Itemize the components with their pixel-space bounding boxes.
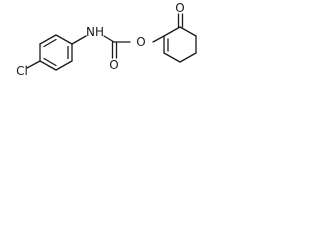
bond-cy-5	[163, 52, 181, 63]
atom-label-nh: NH	[86, 25, 104, 39]
bond-n-c	[103, 35, 115, 43]
bond-c-n	[71, 35, 87, 45]
bond-cl-c	[26, 60, 41, 69]
atom-label-o-ester: O	[136, 35, 145, 49]
chemical-structure-diagram: Cl NH O O O	[16, 1, 197, 78]
bond-ring-6	[39, 60, 57, 71]
atom-label-o-carbonyl: O	[109, 58, 118, 72]
bond-ring-3	[55, 34, 73, 45]
bond-cy-2	[179, 26, 197, 37]
bond-ring-inner-1	[43, 38, 57, 48]
atom-label-o-ketone: O	[175, 1, 184, 15]
bond-lines	[26, 13, 197, 71]
atom-labels: Cl NH O O O	[16, 1, 185, 78]
bond-ring-5	[55, 60, 73, 71]
bond-ring-inner-3	[43, 57, 57, 67]
bond-oester-c1	[152, 35, 165, 43]
bond-cy-1	[163, 26, 181, 37]
bond-cy-4	[179, 52, 197, 63]
bond-ring-2	[39, 34, 57, 45]
atom-label-cl: Cl	[16, 64, 28, 78]
